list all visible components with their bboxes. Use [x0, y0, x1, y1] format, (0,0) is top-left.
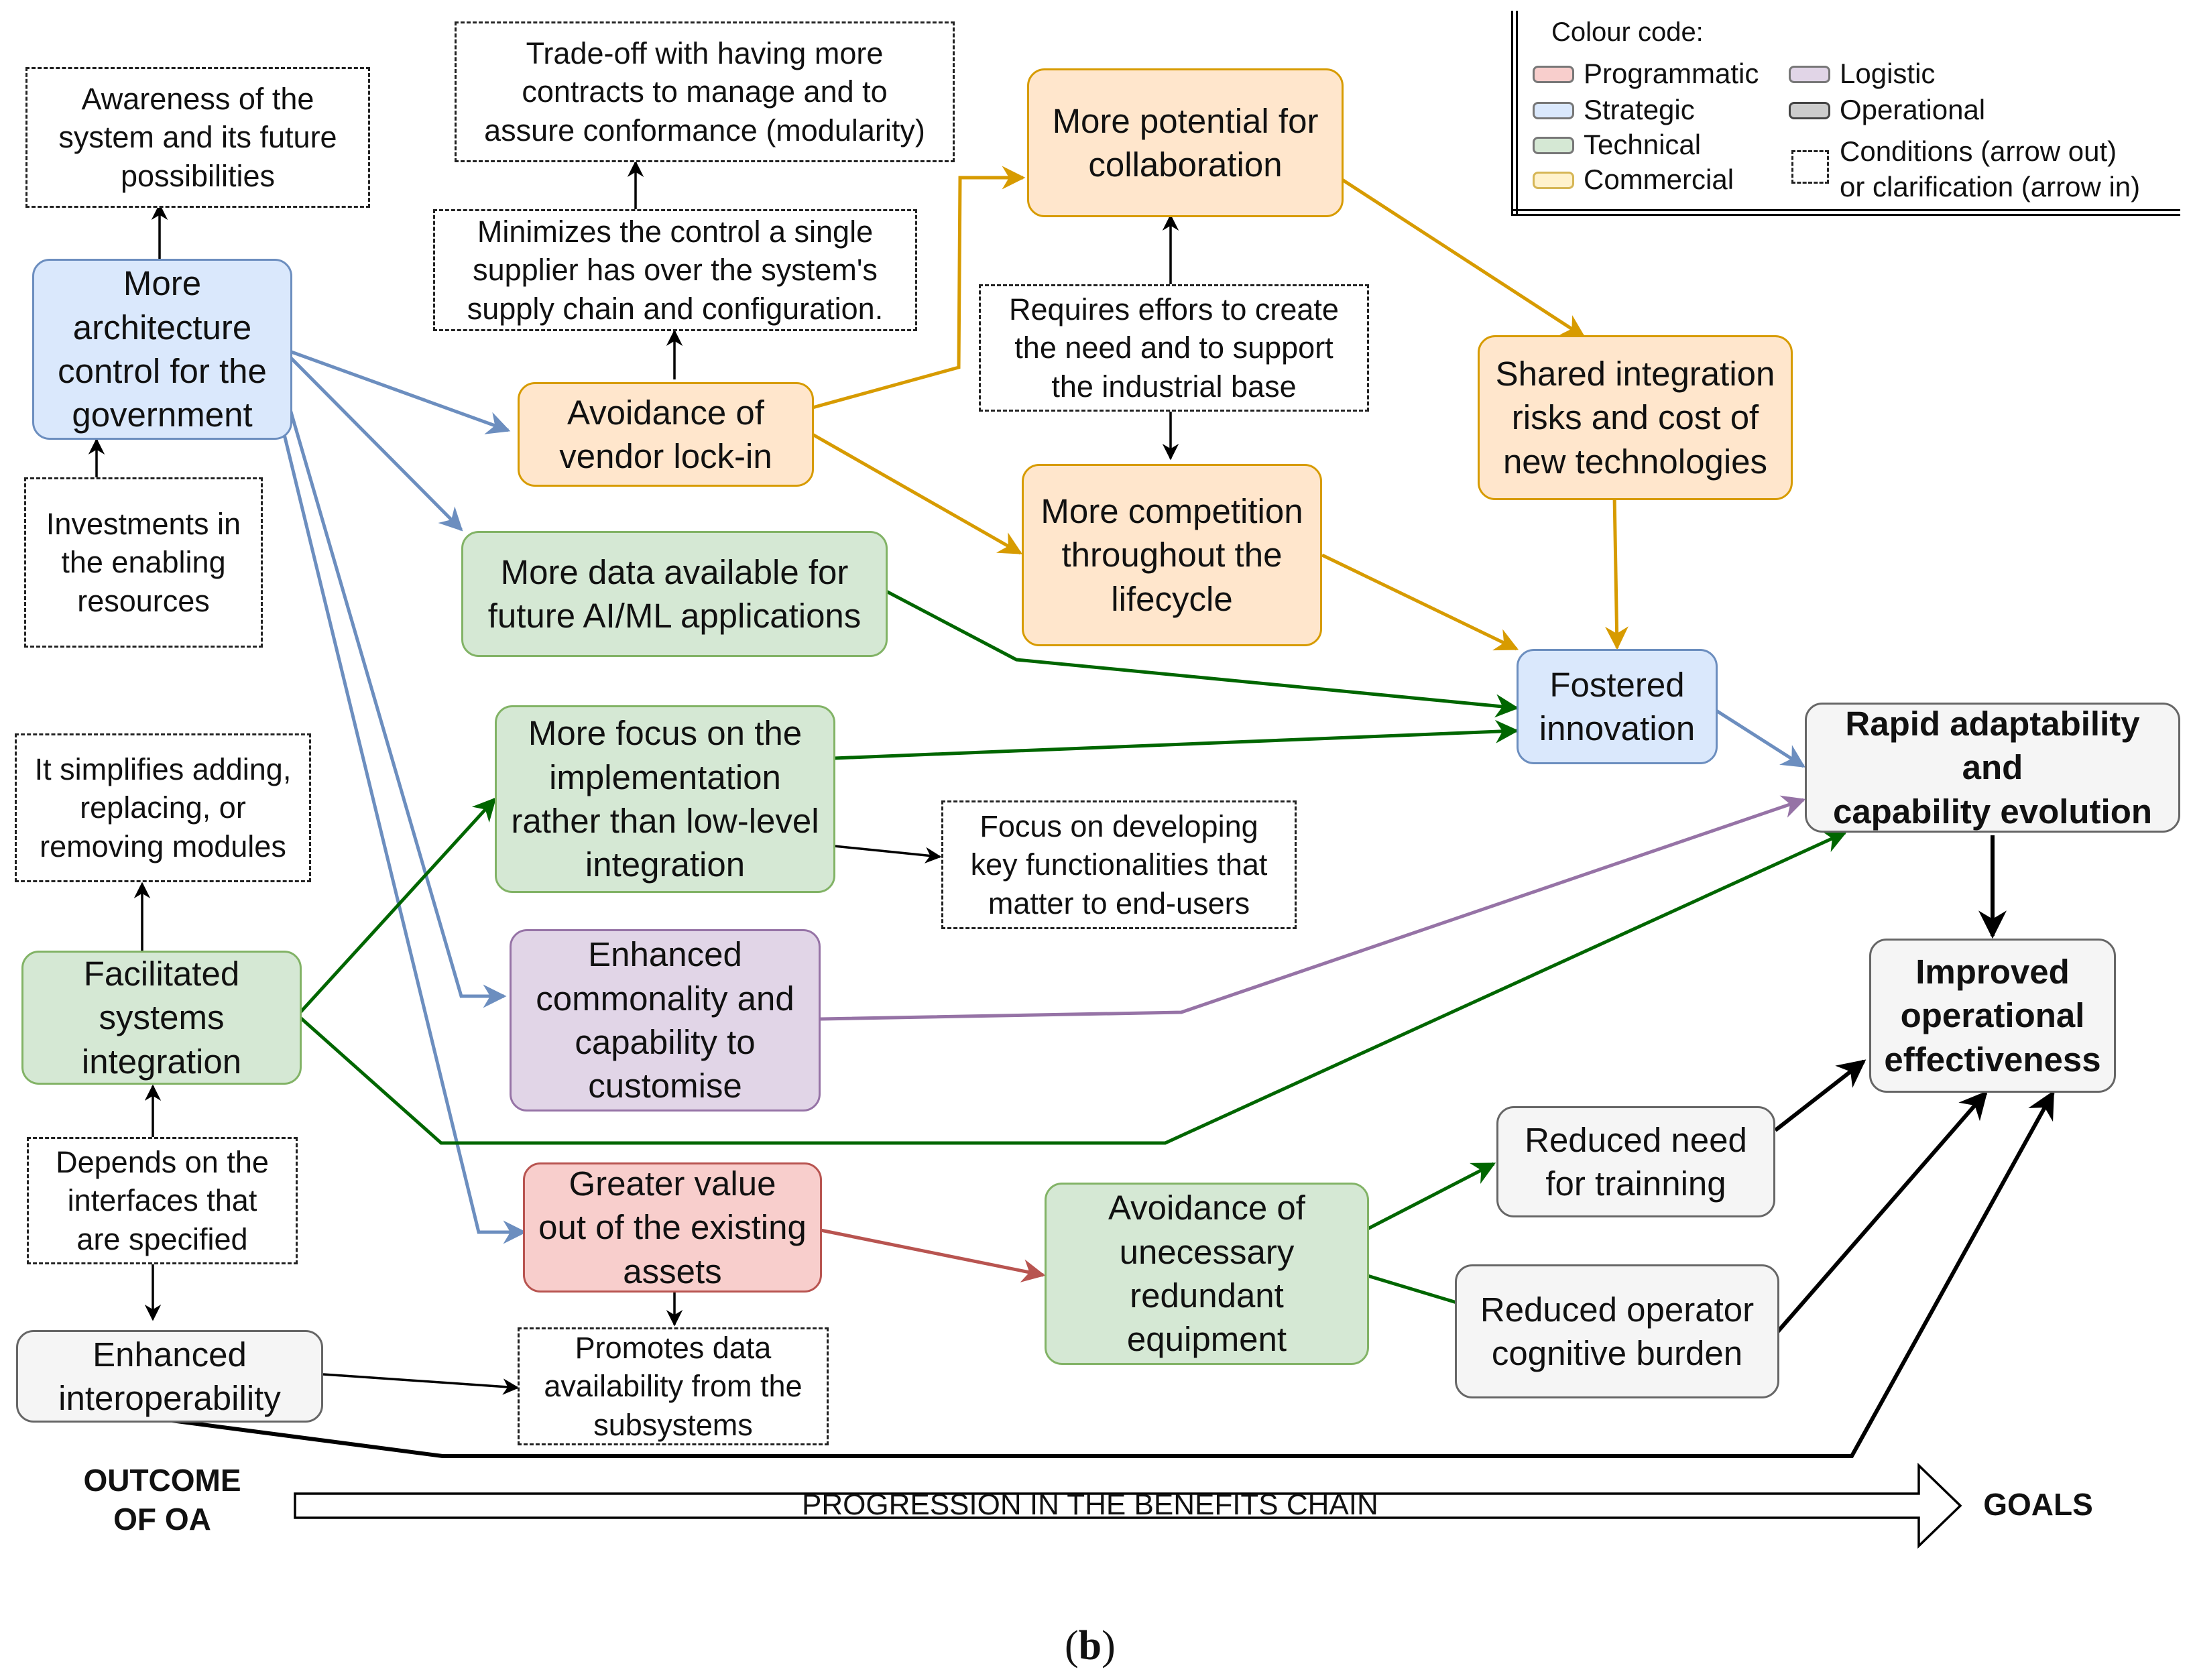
arrow-commonality-to-rapid — [820, 795, 1806, 1021]
node-vendor-lock-in: Avoidance of vendor lock-in — [518, 382, 814, 487]
arrow-collab-to-shared — [1341, 178, 1586, 339]
legend-swatch-programmatic — [1533, 66, 1574, 83]
legend-title: Colour code: — [1551, 17, 1704, 47]
node-competition: More competition throughout the lifecycl… — [1022, 464, 1322, 646]
arrow-arch-to-data — [288, 355, 463, 532]
legend-swatch-operational — [1789, 102, 1830, 119]
arrow-focus-to-fostered — [833, 719, 1519, 760]
legend-technical: Technical — [1584, 129, 1702, 160]
arrow-arch-to-commonality — [285, 398, 507, 1008]
legend-strategic: Strategic — [1584, 94, 1695, 125]
legend-logistic: Logistic — [1840, 58, 1936, 89]
node-enhanced-commonality: Enhanced commonality and capability to c… — [510, 929, 821, 1112]
legend-swatch-commercial — [1533, 172, 1574, 189]
arrow-interop-to-improved — [166, 1090, 2055, 1458]
arrow-competition-to-fostered — [1321, 553, 1519, 651]
node-rapid-adaptability: Rapid adaptability and capability evolut… — [1805, 703, 2180, 833]
note-awareness: Awareness of the system and its future p… — [25, 67, 370, 208]
node-improved-effectiveness: Improved operational effectiveness — [1869, 939, 2116, 1093]
node-avoid-redundant: Avoidance of unecessary redundant equipm… — [1045, 1183, 1369, 1365]
arrow-lockin-to-collab — [812, 166, 1026, 410]
arrow-arch-to-greater-value — [281, 428, 527, 1244]
node-focus-implementation: More focus on the implementation rather … — [495, 705, 835, 893]
node-facilitated-integration: Facilitated systems integration — [21, 951, 302, 1085]
arrow-greater-value-to-redundant — [820, 1228, 1046, 1282]
note-promotes: Promotes data availability from the subs… — [518, 1327, 829, 1445]
note-depends: Depends on the interfaces that are speci… — [27, 1137, 298, 1264]
arrow-integration-to-rapid — [299, 831, 1848, 1145]
legend: Colour code: Programmatic Strategic Tech… — [1511, 11, 2182, 223]
arrow-shared-to-fostered — [1604, 494, 1628, 650]
note-investments: Investments in the enabling resources — [24, 477, 263, 648]
label-progression: PROGRESSION IN THE BENEFITS CHAIN — [802, 1488, 1378, 1521]
legend-swatch-technical — [1533, 137, 1574, 154]
note-simplifies: It simplifies adding, replacing, or remo… — [15, 733, 311, 882]
note-requires: Requires effors to create the need and t… — [979, 284, 1369, 412]
node-fostered-innovation: Fostered innovation — [1517, 649, 1718, 764]
node-more-data: More data available for future AI/ML app… — [461, 531, 888, 657]
arrow-data-to-fostered — [885, 589, 1519, 718]
node-greater-value: Greater value out of the existing assets — [523, 1162, 822, 1293]
arrow-redundant-to-training — [1366, 1162, 1496, 1231]
caption-close: ) — [1102, 1623, 1116, 1669]
arrow-training-to-improved — [1774, 1059, 1866, 1132]
legend-swatch-logistic — [1789, 66, 1830, 83]
legend-frame-bottom — [1511, 209, 2180, 216]
node-shared-risks: Shared integration risks and cost of new… — [1478, 335, 1793, 500]
arrow-burden-to-improved — [1776, 1090, 1988, 1333]
legend-swatch-strategic — [1533, 102, 1574, 119]
legend-frame-left — [1511, 11, 1518, 216]
arrow-arch-to-lockin — [289, 349, 511, 434]
node-enhanced-interoperability: Enhanced interoperability — [16, 1330, 323, 1423]
arrow-focus-to-focusdev — [833, 845, 942, 863]
legend-operational: Operational — [1840, 94, 1986, 125]
legend-conditions: Conditions (arrow out) or clarification … — [1840, 135, 2141, 202]
legend-commercial: Commercial — [1584, 164, 1734, 195]
legend-programmatic: Programmatic — [1584, 58, 1759, 89]
label-outcome: OUTCOME OF OA — [83, 1463, 241, 1537]
node-reduced-training: Reduced need for trainning — [1496, 1106, 1775, 1217]
arrow-redundant-to-burden — [1367, 1274, 1460, 1305]
arrow-lockin-to-competition — [811, 432, 1023, 555]
note-minimizes: Minimizes the control a single supplier … — [433, 209, 917, 331]
node-reduced-burden: Reduced operator cognitive burden — [1455, 1264, 1779, 1398]
caption-letter: b — [1078, 1623, 1102, 1669]
label-goals: GOALS — [1983, 1487, 2093, 1522]
legend-swatch-conditions — [1791, 150, 1829, 184]
caption-open: ( — [1065, 1623, 1079, 1669]
arrow-fostered-to-rapid — [1715, 709, 1805, 768]
arrow-integration-to-focus — [299, 797, 497, 1014]
note-tradeoff: Trade-off with having more contracts to … — [455, 21, 955, 162]
node-collaboration: More potential for collaboration — [1027, 68, 1344, 217]
figure-caption: (b) — [1065, 1622, 1116, 1670]
note-focus-developing: Focus on developing key functionalities … — [941, 800, 1297, 929]
node-architecture-control: More architecture control for the govern… — [32, 259, 292, 440]
arrow-interop-to-promotes — [322, 1373, 520, 1395]
progression-arrow-shape — [294, 1462, 1962, 1549]
